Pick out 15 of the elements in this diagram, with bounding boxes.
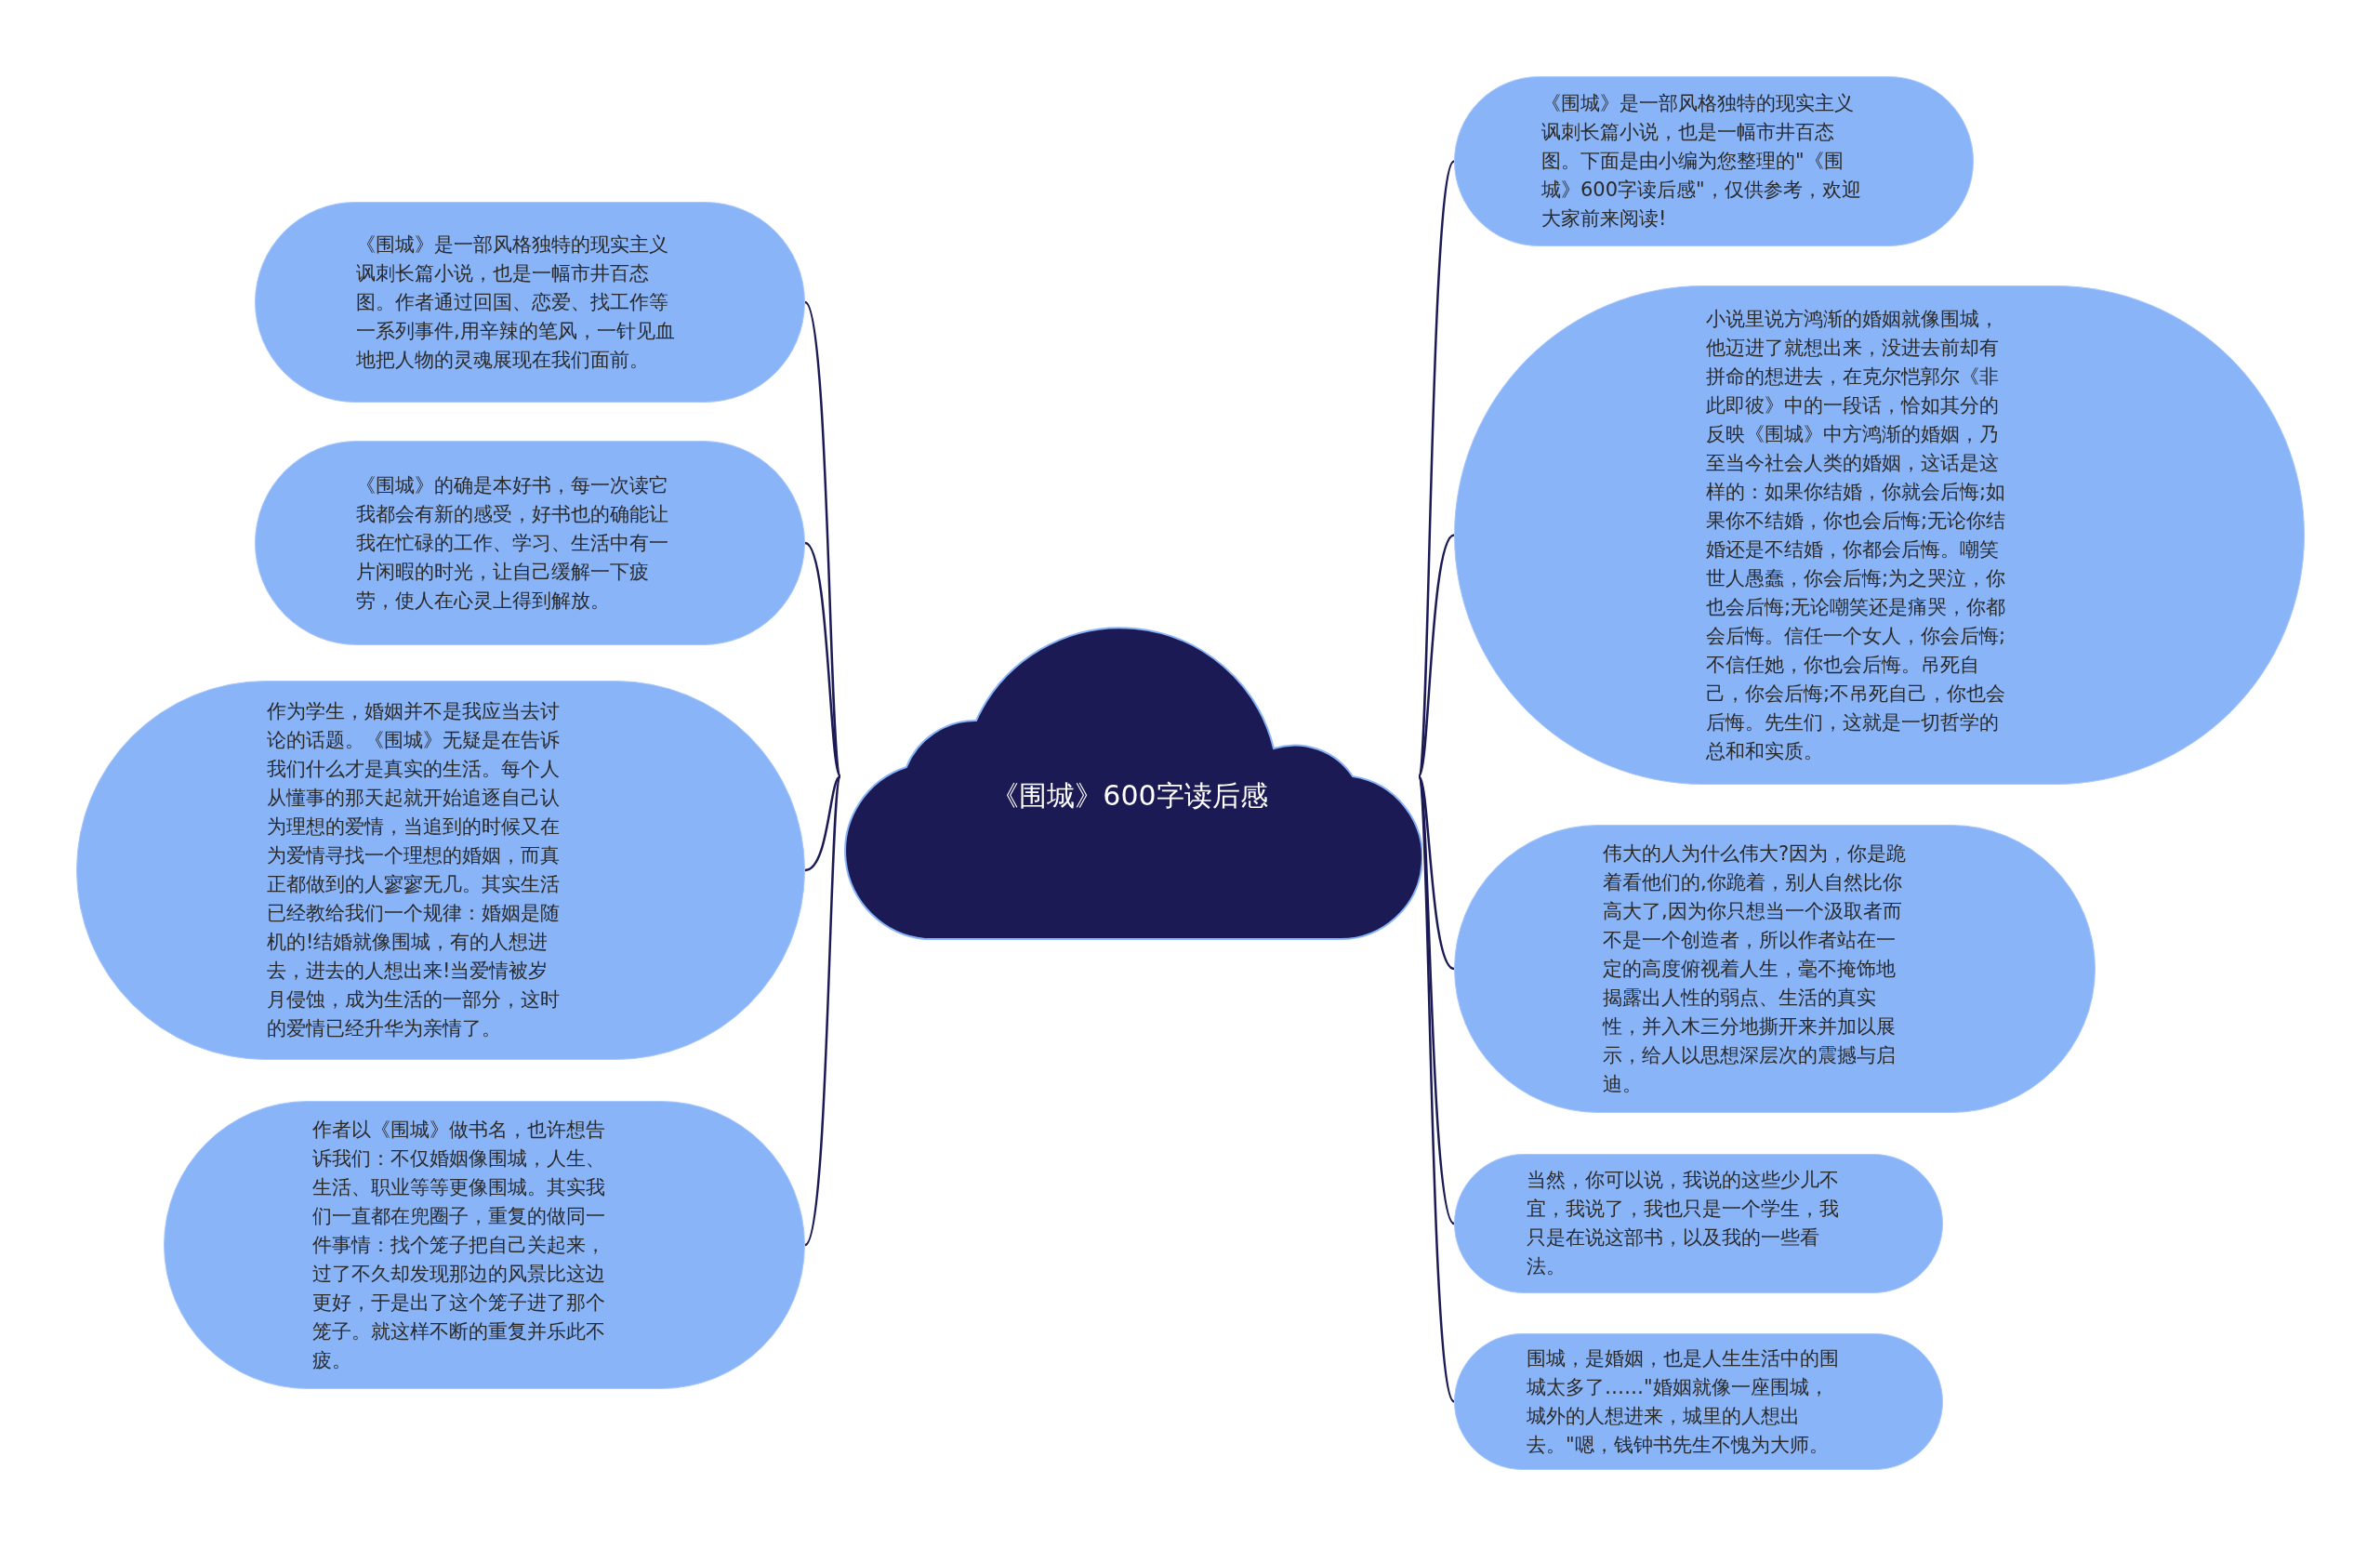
connector-line bbox=[1417, 534, 1455, 777]
connector-line bbox=[1417, 775, 1456, 1402]
bubble-text: 《围城》是一部风格独特的现实主义讽刺长篇小说，也是一幅市井百态图。作者通过回国、恋爱、找工作等一系列事件,用辛辣的笔风，一针见血地把人物的灵魂展现在我们面前。 bbox=[356, 232, 676, 373]
bubble-text: 作者以《围城》做书名，也许想告诉我们：不仅婚姻像围城，人生、生活、职业等等更像围城。其实我们一直都在兜圈子，重复的做同一件事情：找个笼子把自己关起来，过了不久却发现那边的风景比这边更好，于是出了这个笼子进了那个笼子。就这样不断的重复并乐此不疲。 bbox=[312, 1117, 606, 1373]
bubble-text: 围城，是婚姻，也是人生生活中的围城太多了……"婚姻就像一座围城，城外的人想进来，城里的人想出去。"嗯，钱钟书先生不愧为大师。 bbox=[1527, 1345, 1840, 1458]
bubble-text: 当然，你可以说，我说的这些少儿不宜，我说了，我也只是一个学生，我只是在说这部书，以及我的一些看法。 bbox=[1527, 1168, 1840, 1279]
bubble-text: 《围城》是一部风格独特的现实主义讽刺长篇小说，也是一幅市井百态图。下面是由小编为您整理的"《围城》600字读后感"，仅供参考，欢迎大家前来阅读! bbox=[1541, 91, 1862, 232]
connector-line bbox=[803, 775, 842, 1246]
bubble-text: 小说里说方鸿渐的婚姻就像围城，他迈进了就想出来，没进去前却有拼命的想进去，在克尔恺郭尔《非此即彼》中的一段话，恰如其分的反映《围城》中方鸿渐的婚姻，乃至当今社会人类的婚姻，这话是这样的：如果你结婚，你就会后悔;如果你不结婚，你也会后悔;无论你结婚还是不结婚，你都会后悔。嘲笑世人愚蠢，你会后悔;为之哭泣，你也会后悔;无论嘲笑还是痛哭，你都会后悔。信任一个女人，你会后悔;不信任她，你也会后悔。吊死自己，你会后悔;不吊死自己，你也会后悔。先生们，这就是一切哲学的总和和实质。 bbox=[1706, 306, 2007, 764]
connector-line bbox=[804, 775, 841, 872]
bubble-text: 《围城》的确是本好书，每一次读它我都会有新的感受，好书也的确能让我在忙碌的工作、学习、生活中有一片闲暇的时光，让自己缓解一下疲劳，使人在心灵上得到解放。 bbox=[356, 472, 669, 614]
central-topic: 《围城》600字读后感 bbox=[991, 777, 1268, 814]
bubble-text: 伟大的人为什么伟大?因为，你是跪着看他们的,你跪着，别人自然比你高大了,因为你只想当一个汲取者而不是一个创造者，所以作者站在一定的高度俯视着人生，毫不掩饰地揭露出人性的弱点、生活的真实性，并入木三分地撕开来并加以展示，给人以思想深层次的震撼与启迪。 bbox=[1603, 841, 1908, 1097]
bubble-text: 作为学生，婚姻并不是我应当去讨论的话题。《围城》无疑是在告诉我们什么才是真实的生活。每个人从懂事的那天起就开始追逐自己认为理想的爱情，当追到的时候又在为爱情寻找一个理想的婚姻，而真正都做到的人寥寥无几。其实生活已经教给我们一个规律：婚姻是随机的!结婚就像围城，有的人想进去，进去的人想出来!当爱情被岁月侵蚀，成为生活的一部分，这时的爱情已经升华为亲情了。 bbox=[267, 699, 561, 1041]
connector-line bbox=[804, 542, 842, 777]
